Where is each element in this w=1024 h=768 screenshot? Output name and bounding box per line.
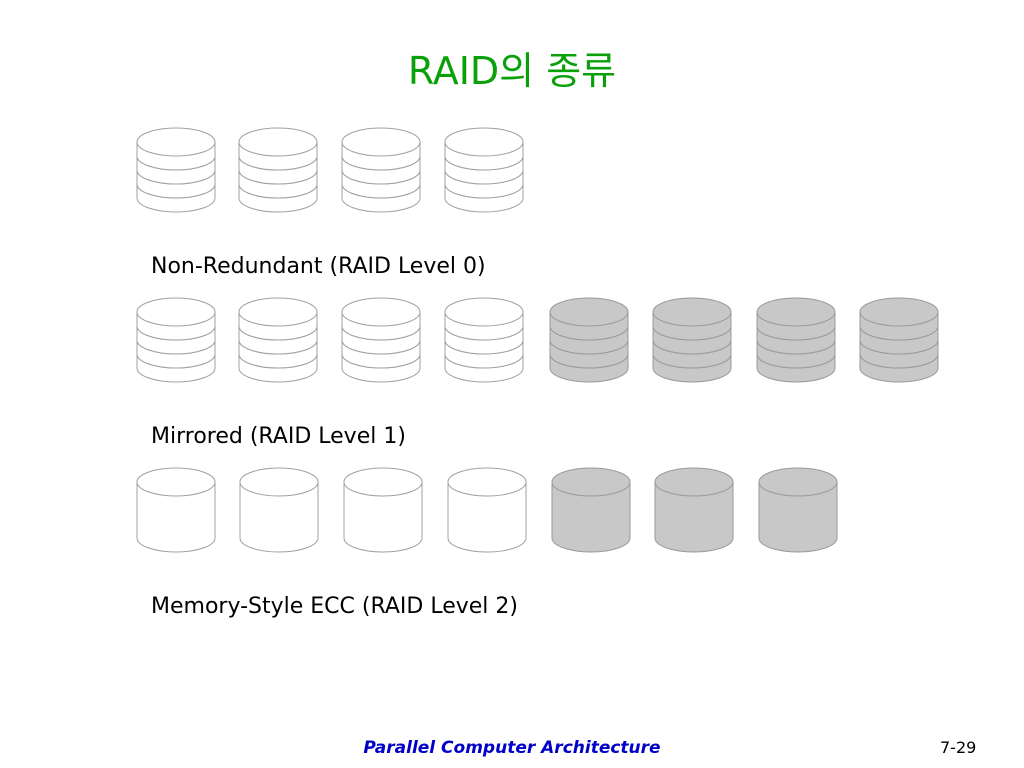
redundant-disk-5 <box>551 467 631 553</box>
data-disk-4 <box>444 127 524 213</box>
data-disk-3 <box>341 127 421 213</box>
redundant-disk-7 <box>756 297 836 383</box>
data-disk-2 <box>239 467 319 553</box>
data-disk-3 <box>343 467 423 553</box>
redundant-disk-8 <box>859 297 939 383</box>
data-disk-4 <box>447 467 527 553</box>
data-disk-2 <box>238 127 318 213</box>
redundant-disk-5 <box>549 297 629 383</box>
raid2-caption: Memory-Style ECC (RAID Level 2) <box>151 594 518 619</box>
raid2-disk-array <box>136 467 838 553</box>
data-disk-3 <box>341 297 421 383</box>
data-disk-1 <box>136 127 216 213</box>
data-disk-2 <box>238 297 318 383</box>
data-disk-1 <box>136 467 216 553</box>
data-disk-1 <box>136 297 216 383</box>
footer-course-title: Parallel Computer Architecture <box>363 738 661 758</box>
raid0-caption: Non-Redundant (RAID Level 0) <box>151 254 486 279</box>
raid0-disk-array <box>136 127 524 213</box>
raid1-disk-array <box>136 297 939 383</box>
redundant-disk-6 <box>654 467 734 553</box>
redundant-disk-6 <box>652 297 732 383</box>
slide-title: RAID의 종류 <box>407 49 617 93</box>
data-disk-4 <box>444 297 524 383</box>
redundant-disk-7 <box>758 467 838 553</box>
page-number: 7-29 <box>940 738 977 757</box>
raid1-caption: Mirrored (RAID Level 1) <box>151 424 406 449</box>
